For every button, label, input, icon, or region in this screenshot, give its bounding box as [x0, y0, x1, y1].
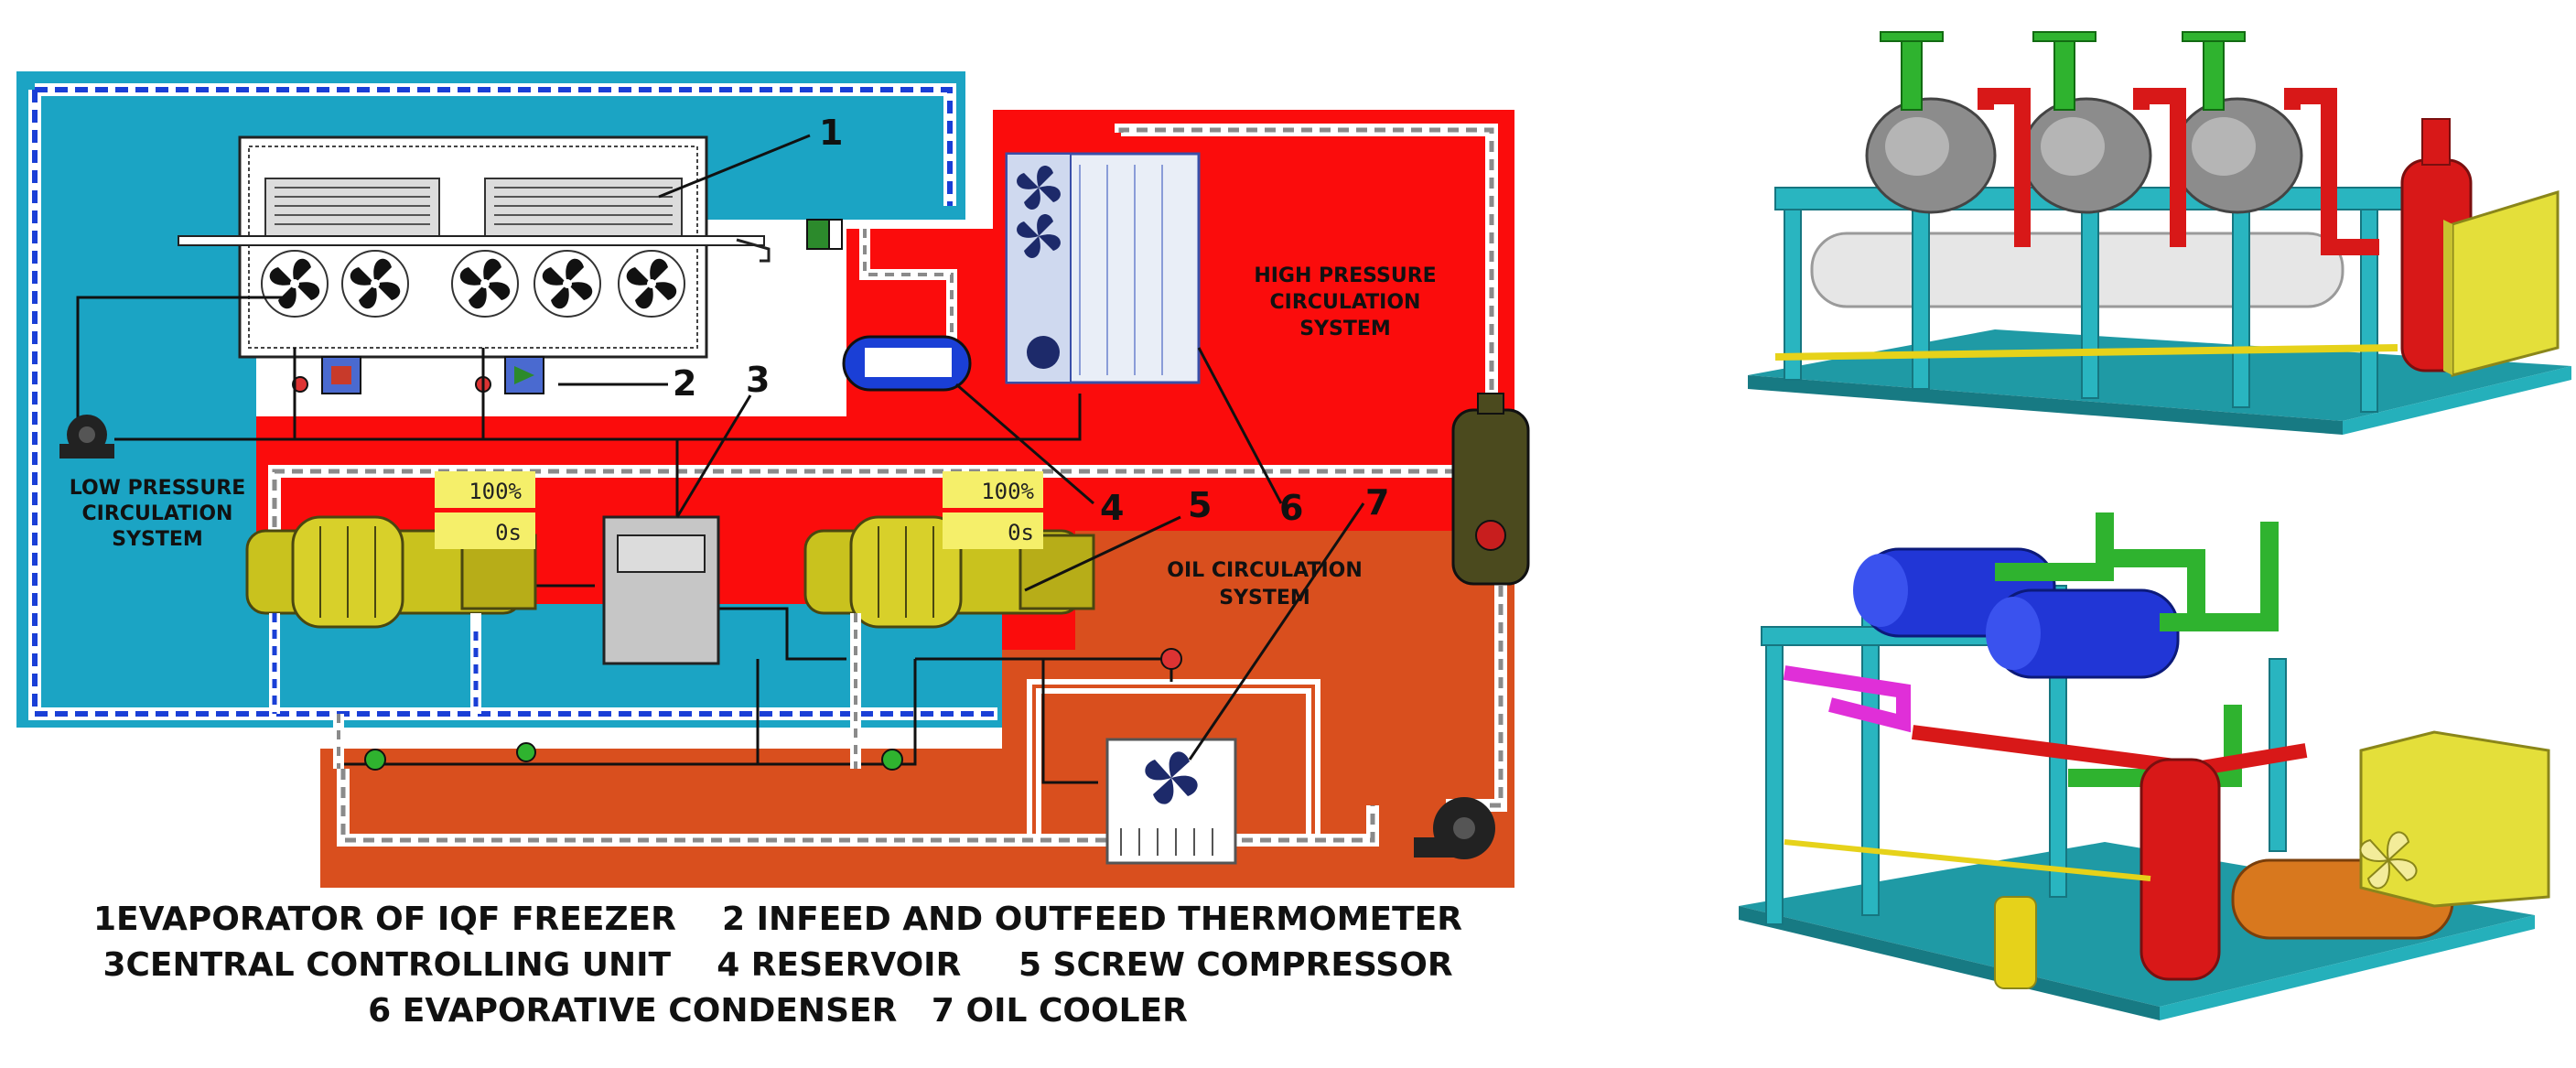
- condenser-fan-icon: [1017, 166, 1061, 210]
- oil-cooler-fan-icon: [2359, 831, 2418, 890]
- reservoir: [842, 335, 972, 392]
- legend-line-1: 1EVAPORATOR OF IQF FREEZER 2 INFEED AND …: [92, 901, 1462, 938]
- condenser-fan-icon: [1017, 214, 1061, 258]
- callout-7: 7: [1365, 482, 1389, 523]
- oil-pump-icon: [1414, 797, 1495, 859]
- red-oil-separator: [2139, 758, 2221, 981]
- oil-cooler-loop: [1027, 679, 1320, 837]
- fan-icon: [451, 250, 519, 318]
- high-pressure-label-line: SYSTEM: [1299, 318, 1391, 340]
- oil-filter-pot: [1994, 896, 2037, 989]
- callout-5: 5: [1188, 485, 1212, 525]
- screw-compressor-1: [245, 471, 537, 629]
- control-panel: [2359, 730, 2550, 908]
- low-pressure-label-line: CIRCULATION: [82, 502, 233, 525]
- low-pressure-label-line: SYSTEM: [112, 528, 203, 551]
- fan-icon: [341, 250, 409, 318]
- low-pressure-pump-icon: [59, 415, 114, 458]
- grey-compressors: [1865, 97, 2303, 214]
- freezer-outlet-valve: [806, 219, 830, 250]
- oil-circulation-label: OIL CIRCULATION SYSTEM: [1167, 559, 1363, 610]
- iqf-freezer-evaporator: [178, 135, 771, 359]
- compressor-1-time: 0s: [495, 520, 522, 545]
- magenta-pipe: [1783, 665, 1911, 733]
- receiver-vessel: [1810, 232, 2344, 308]
- high-pressure-label-line: CIRCULATION: [1270, 291, 1421, 314]
- high-pressure-label: HIGH PRESSURE CIRCULATION SYSTEM: [1254, 264, 1436, 340]
- green-suction-pipes: [1995, 512, 2279, 787]
- oil-valves: [364, 648, 1182, 771]
- refrigeration-schematic: 1 2 3 4 5 6 7 100% 0s 100% 0s LOW PRESSU…: [16, 71, 1530, 888]
- oil-label-line: OIL CIRCULATION: [1167, 559, 1363, 582]
- fan-icon: [261, 250, 329, 318]
- callout-2: 2: [673, 363, 696, 404]
- compressor-1-capacity: 100%: [469, 479, 522, 504]
- yellow-oil-pipe: [1784, 839, 2151, 881]
- callout-3: 3: [746, 360, 770, 400]
- callout-6: 6: [1279, 488, 1303, 528]
- low-pressure-label-line: LOW PRESSURE: [70, 477, 246, 500]
- compressor-unit-render-bottom: [1739, 512, 2550, 1020]
- high-pressure-label-line: HIGH PRESSURE: [1254, 264, 1436, 287]
- low-pressure-pipe-dash: [32, 87, 997, 717]
- oil-label-line: SYSTEM: [1219, 587, 1310, 610]
- yellow-oil-pipe: [1774, 344, 2398, 361]
- evaporative-condenser: [1005, 152, 1201, 384]
- freezer-fans: [261, 250, 685, 318]
- red-discharge-pipes: [1978, 88, 2379, 255]
- compressor-unit-render-top: [1748, 31, 2571, 435]
- screw-compressor-2: [803, 471, 1095, 629]
- callout-leaders: [558, 134, 1365, 761]
- compressor-2-time: 0s: [1008, 520, 1034, 545]
- condenser-feed-pipe-dash: [863, 229, 954, 384]
- red-discharge-pipe: [1911, 725, 2308, 777]
- oil-cooler: [1105, 738, 1237, 865]
- oil-separator-vessel: [1451, 393, 1530, 586]
- fan-icon: [534, 250, 601, 318]
- legend-line-2: 3CENTRAL CONTROLLING UNIT 4 RESERVOIR 5 …: [102, 946, 1453, 984]
- oil-cooler-fan-icon: [1145, 751, 1198, 804]
- component-legend: 1EVAPORATOR OF IQF FREEZER 2 INFEED AND …: [0, 897, 1556, 1062]
- low-pressure-label: LOW PRESSURE CIRCULATION SYSTEM: [70, 477, 246, 551]
- green-suction-valves: [1880, 31, 2246, 111]
- callout-1: 1: [819, 113, 843, 153]
- legend-line-3: 6 EVAPORATIVE CONDENSER 7 OIL COOLER: [368, 992, 1188, 1030]
- fan-icon: [618, 250, 685, 318]
- central-controlling-unit: [602, 515, 720, 665]
- compressor-2-capacity: 100%: [981, 479, 1034, 504]
- callout-4: 4: [1100, 488, 1124, 528]
- control-panel: [2451, 189, 2560, 377]
- oil-pipe-bottom-dash: [340, 769, 1375, 843]
